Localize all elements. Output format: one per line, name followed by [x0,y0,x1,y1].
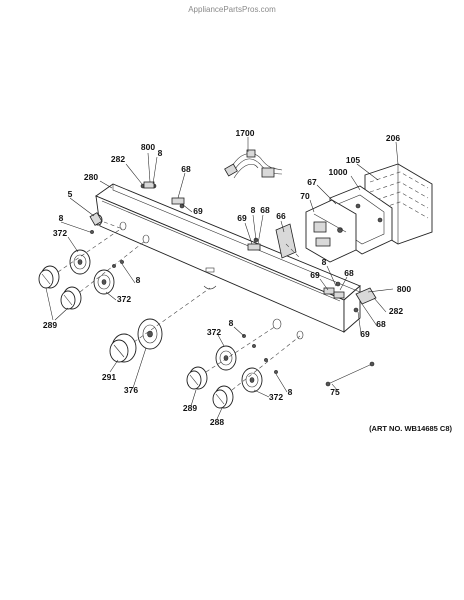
callout-8: 8 [251,205,256,215]
callout-8: 8 [288,387,293,397]
callout-68: 68 [344,268,354,278]
encoder-5 [89,212,103,226]
callout-8: 8 [322,257,327,267]
knob-289-left-top [38,265,60,289]
control-panel-280 [95,183,361,340]
callout-1000: 1000 [329,167,348,177]
knob-291-center [109,333,137,363]
knob-288-right [212,385,234,409]
callout-68: 68 [181,164,191,174]
bezel-372-left-top [69,249,91,275]
callout-8: 8 [59,213,64,223]
callout-66: 66 [276,211,286,221]
callout-105: 105 [346,155,360,165]
callout-288: 288 [210,417,224,427]
callout-282: 282 [111,154,125,164]
bezel-372-right-bottom [241,367,263,393]
callout-376: 376 [124,385,138,395]
switch-66 [275,223,297,259]
callout-70: 70 [300,191,310,201]
callout-1700: 1700 [236,128,255,138]
callout-800: 800 [397,284,411,294]
bezel-376-center [137,318,163,350]
knob-289-right [186,366,208,390]
callout-372: 372 [53,228,67,238]
screws-and-clips [90,181,377,374]
wire-75 [325,361,375,387]
explode-lines [57,221,301,391]
callout-372: 372 [117,294,131,304]
callout-68: 68 [376,319,386,329]
callout-289: 289 [183,403,197,413]
callout-67: 67 [307,177,317,187]
callout-69: 69 [193,206,203,216]
callout-291: 291 [102,372,116,382]
callout-68: 68 [260,205,270,215]
callout-8: 8 [229,318,234,328]
callout-289: 289 [43,320,57,330]
watermark-text: AppliancePartsPros.com [188,5,276,14]
callout-800: 800 [141,142,155,152]
callout-280: 280 [84,172,98,182]
callout-75: 75 [330,387,340,397]
callout-8: 8 [136,275,141,285]
control-board-70 [305,199,357,263]
callout-69: 69 [310,270,320,280]
callout-282: 282 [389,306,403,316]
bezel-372-right-top [215,345,237,371]
knob-289-left-bottom [60,286,82,310]
callout-206: 206 [386,133,400,143]
callout-372: 372 [269,392,283,402]
leader-lines [45,137,399,420]
art-number: (ART NO. WB14685 C8) [369,424,452,433]
callout-5: 5 [68,189,73,199]
wire-harness-1700 [224,149,283,179]
bezel-372-left-bottom [93,269,115,295]
callout-69: 69 [360,329,370,339]
callout-8: 8 [158,148,163,158]
callout-372: 372 [207,327,221,337]
callout-labels: 800 282 8 1700 206 105 1000 280 68 67 5 … [43,128,411,427]
callout-69: 69 [237,213,247,223]
